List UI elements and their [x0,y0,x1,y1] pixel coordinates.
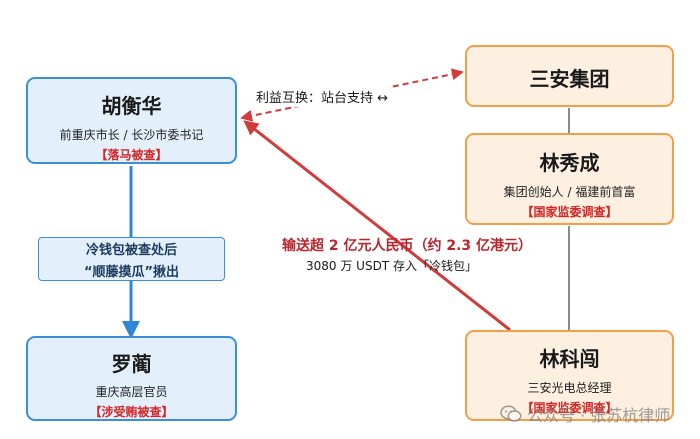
arrow-linkc-to-hu [243,120,511,332]
node-hu-henghua: 胡衡华 前重庆市长 / 长沙市委书记 【落马被查】 [26,77,237,164]
node-name: 林科闯 [539,347,600,371]
node-role: 集团创始人 / 福建前首富 [503,185,636,199]
node-investigation-step: 冷钱包被查处后 “顺藤摸瓜”揪出 [38,237,225,281]
node-name: 胡衡华 [101,94,162,118]
node-name: 罗蔺 [111,352,152,376]
node-status: 【国家监委调查】 [521,401,618,415]
node-lin-xiucheng: 林秀成 集团创始人 / 福建前首富 【国家监委调查】 [465,133,674,225]
node-luo-lin: 罗蔺 重庆高层官员 【涉受贿被查】 [26,336,237,421]
watermark: 公众号 · 张苏杭律师 [500,402,670,426]
node-name: 三安集团 [529,67,610,91]
node-role: 重庆高层官员 [95,385,168,399]
step-line-1: 冷钱包被查处后 [85,243,177,258]
node-lin-kechuang: 林科闯 三安光电总经理 【国家监委调查】 [465,330,674,421]
node-name: 林秀成 [539,151,600,175]
edge-label-usdt: 3080 万 USDT 存入「冷钱包」 [306,259,477,273]
node-status: 【落马被查】 [95,148,168,162]
node-status: 【涉受贿被查】 [89,405,174,419]
node-role: 前重庆市长 / 长沙市委书记 [59,128,204,142]
dashed-arrow-exchange [240,68,464,122]
watermark-text: 公众号 · 张苏杭律师 [527,406,671,425]
node-status: 【国家监委调查】 [521,205,618,219]
edge-label-exchange: 利益互换：站台支持 ↔ [253,86,392,107]
wechat-icon [500,405,522,422]
node-role: 三安光电总经理 [527,381,612,395]
edge-label-amount: 输送超 2 亿元人民币（约 2.3 亿港元） [282,238,533,254]
step-line-2: “顺藤摸瓜”揪出 [83,265,180,280]
node-sanan-group: 三安集团 [465,45,674,107]
